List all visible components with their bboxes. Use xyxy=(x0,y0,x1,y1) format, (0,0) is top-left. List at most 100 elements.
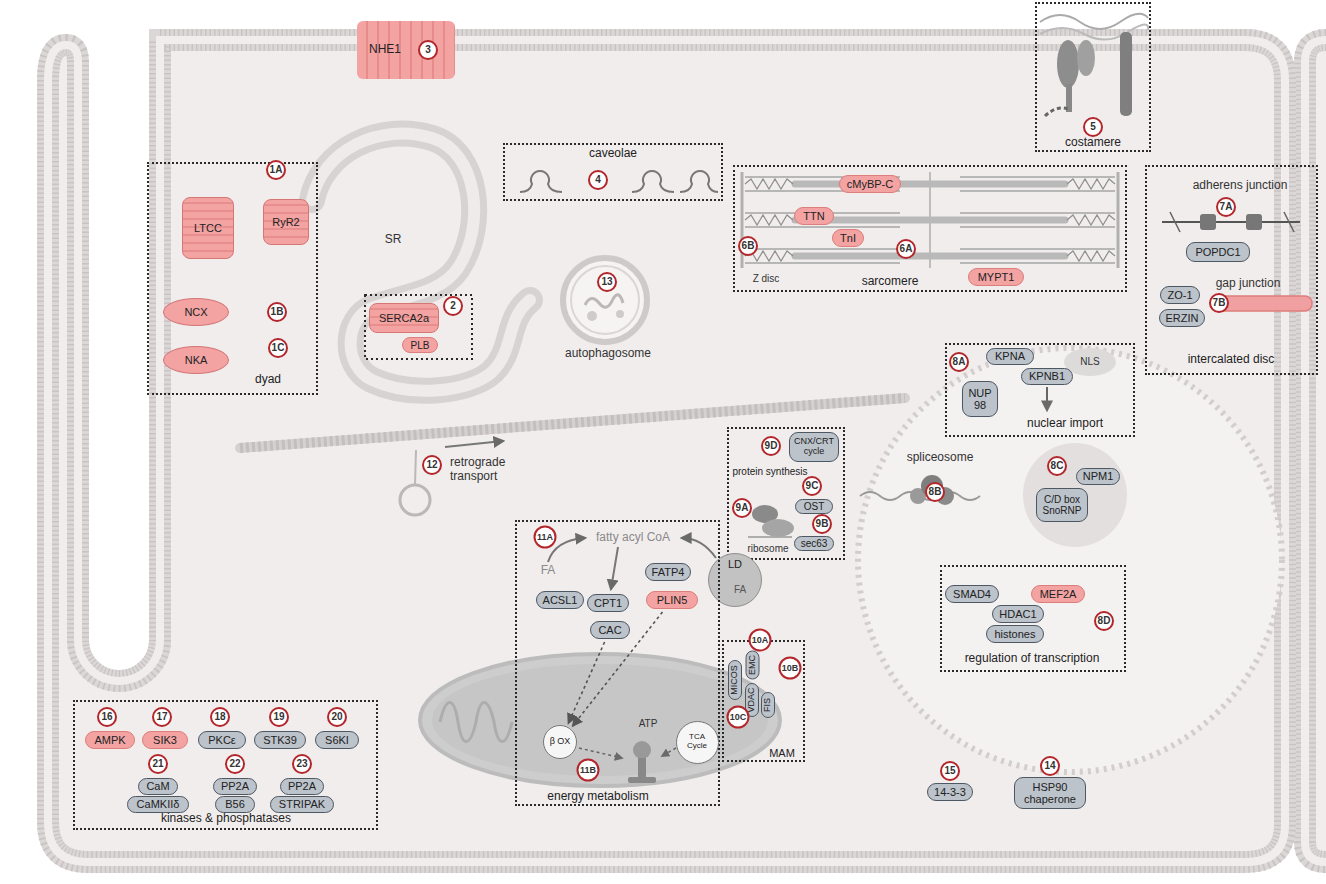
text-label: retrograde transport xyxy=(450,456,534,484)
caveolae xyxy=(632,171,674,192)
protein-pill: EMC xyxy=(745,651,759,680)
node-text: HDAC1 xyxy=(999,608,1036,620)
protein-pill: PP2A xyxy=(213,778,257,795)
callout-number: 5 xyxy=(1083,117,1103,137)
callout-number: 9B xyxy=(812,514,832,534)
pathway-circle: β OX xyxy=(543,725,577,759)
node-text: CPT1 xyxy=(594,597,622,609)
callout-number: 10A xyxy=(749,629,772,652)
highlighted-protein-pill: PLIN5 xyxy=(646,591,698,609)
highlighted-protein-pill: cMyBP-C xyxy=(839,175,901,193)
callout-number: 7B xyxy=(1209,293,1229,313)
caveolae xyxy=(520,171,718,192)
sarcomere-filaments xyxy=(1067,179,1115,189)
callout-number: 1C xyxy=(268,338,288,358)
cell-membrane xyxy=(48,40,1285,862)
autophagosome xyxy=(585,295,623,307)
node-text: PLB xyxy=(411,340,430,351)
protein-pill: B56 xyxy=(215,796,255,813)
group-heading: caveolae xyxy=(589,147,637,160)
group-heading: MAM xyxy=(769,747,795,759)
sarcomere-filaments xyxy=(960,262,1115,264)
callout-number: 8B xyxy=(925,482,945,502)
sarcomere-filaments xyxy=(960,226,1115,228)
group-heading: energy metabolism xyxy=(547,790,648,803)
callout-number: 11A xyxy=(534,526,557,549)
node-text: HSP90 chaperone xyxy=(1019,781,1081,805)
node-text: histones xyxy=(995,628,1036,640)
node-text: ZO-1 xyxy=(1167,289,1192,301)
metabolic-arrows xyxy=(579,748,622,758)
node-text: OST xyxy=(804,501,825,512)
protein-pill: PP2A xyxy=(280,778,324,795)
nucleus xyxy=(1023,443,1127,547)
text-label: fatty acyl CoA xyxy=(596,531,670,545)
protein-pill: ACSL1 xyxy=(536,591,584,609)
caveolae xyxy=(680,171,718,192)
group-heading: nuclear import xyxy=(1027,417,1103,430)
callout-number: 4 xyxy=(588,170,608,190)
node-text: TnI xyxy=(840,232,856,244)
callout-number: 8A xyxy=(949,352,969,372)
protein-pill: CaM xyxy=(138,778,178,795)
protein-pill: CPT1 xyxy=(587,594,629,612)
callout-number: 22 xyxy=(225,754,245,774)
callout-number: 10C xyxy=(727,706,750,729)
node-text: NHE1 xyxy=(369,43,401,56)
group-box: sarcomerecMyBP-CTTNTnIMYPT1 xyxy=(733,165,1127,292)
node-text: EMC xyxy=(747,655,757,675)
sarcomere-filaments xyxy=(745,215,793,225)
text-label: autophagosome xyxy=(565,347,651,361)
node-text: STK39 xyxy=(263,734,297,746)
protein-pill: MICOS xyxy=(728,660,742,700)
ion-channel: SERCA2a xyxy=(369,303,439,333)
callout-number: 6A xyxy=(896,239,916,259)
callout-number: 9C xyxy=(802,476,822,496)
sarcomere-filaments xyxy=(960,190,1115,192)
group-box: caveolae xyxy=(503,143,723,201)
node-text: SIK3 xyxy=(153,734,177,746)
node-text: KPNB1 xyxy=(1029,370,1065,382)
node-text: cMyBP-C xyxy=(847,178,893,190)
sarcomere-filaments xyxy=(745,226,900,228)
nucleus xyxy=(858,348,1282,772)
node-text: LD xyxy=(728,558,742,570)
node-text: FATP4 xyxy=(652,566,685,578)
callout-number: 11B xyxy=(577,759,600,782)
callout-number: 10B xyxy=(779,657,802,680)
junction-proteins xyxy=(1170,212,1180,232)
costamere-proteins xyxy=(1040,14,1148,116)
text-label: gap junction xyxy=(1216,277,1281,291)
text-label: NLS xyxy=(1080,356,1099,368)
protein-pill: SMAD4 xyxy=(945,585,999,603)
node-text: TCA Cycle xyxy=(679,733,716,751)
junction-proteins xyxy=(1162,221,1300,223)
vesicle xyxy=(415,450,416,485)
protein-pill: NPM1 xyxy=(1076,468,1120,485)
protein-pill: HDAC1 xyxy=(992,605,1044,623)
cell-membrane xyxy=(48,40,1285,862)
node-text: SERCA2a xyxy=(379,312,429,324)
cell-membrane xyxy=(48,40,1285,862)
node-text: sec63 xyxy=(801,538,828,549)
callout-number: 8C xyxy=(1047,456,1067,476)
protein-pill: C/D box SnoRNP xyxy=(1036,488,1088,522)
metabolic-arrows xyxy=(682,538,716,558)
protein-pill: CaMKIIδ xyxy=(127,796,189,813)
node-text: NKA xyxy=(185,354,208,366)
group-heading: costamere xyxy=(1065,136,1121,149)
atp-synthase xyxy=(633,741,651,759)
protein-pill: CNX/CRT cycle xyxy=(789,432,839,462)
protein-pill: 14-3-3 xyxy=(927,783,973,801)
protein-pill: histones xyxy=(986,625,1044,643)
node-text: 14-3-3 xyxy=(934,786,966,798)
highlighted-protein-pill: MYPT1 xyxy=(968,268,1024,286)
junction-proteins xyxy=(1246,214,1262,230)
callout-number: 16 xyxy=(97,707,117,727)
node-text: STRIPAK xyxy=(279,798,325,810)
node-text: RyR2 xyxy=(272,216,300,228)
